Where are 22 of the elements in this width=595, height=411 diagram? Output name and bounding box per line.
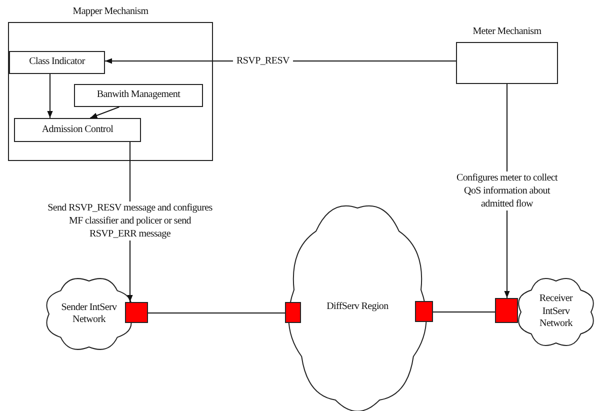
edge-label: Send RSVP_RESV message and configures MF classifier and policer or send RSVP_ERR message: [45, 202, 215, 240]
network-cloud: [518, 278, 594, 346]
edge-label: RSVP_RESV: [233, 54, 293, 68]
network-cloud: [290, 205, 425, 409]
box-heading: Meter Mechanism: [472, 26, 542, 37]
cloud-label: Receiver IntServ Network: [538, 293, 574, 331]
network-cloud: [46, 278, 132, 350]
arrow: [47, 74, 53, 118]
box-label: Class Indicator: [29, 56, 85, 69]
arrow: [90, 106, 120, 118]
edge-router-square: [125, 302, 148, 323]
process-box: [14, 118, 141, 142]
cloud-label: Sender IntServ Network: [60, 302, 118, 326]
box-heading: Mapper Mechanism: [72, 6, 150, 17]
process-box: [9, 51, 105, 74]
edge-router-square: [415, 301, 433, 322]
edge-router-square: [285, 302, 301, 323]
edge-router-square: [495, 298, 518, 323]
process-box: [74, 84, 203, 107]
box-label: Banwith Management: [96, 89, 180, 102]
box-label: Admission Control: [42, 124, 114, 136]
cloud-label: DiffServ Region: [326, 300, 390, 314]
